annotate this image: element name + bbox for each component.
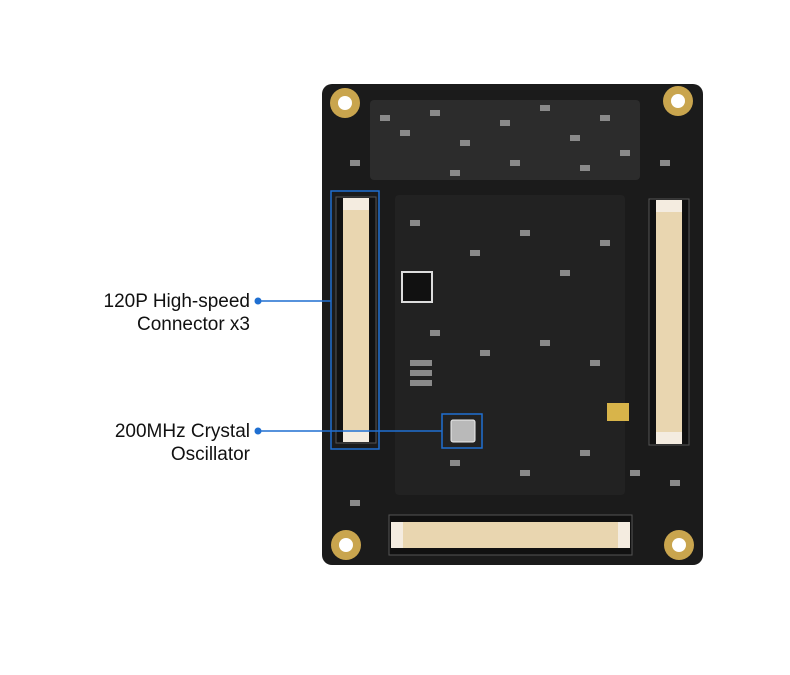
connector-callout-line1: 120P High-speed bbox=[103, 291, 250, 312]
connector-callout-label: 120P High-speed Connector x3 bbox=[104, 290, 250, 336]
connector-right bbox=[648, 198, 690, 446]
connector-highlight-box bbox=[330, 190, 380, 450]
connector-bottom bbox=[388, 514, 633, 556]
crystal-callout-line1: 200MHz Crystal bbox=[114, 421, 250, 442]
crystal-leader-dot bbox=[254, 427, 262, 435]
crystal-callout-label: 200MHz Crystal Oscillator bbox=[115, 420, 250, 466]
connector-callout-line2: Connector x3 bbox=[136, 314, 250, 335]
crystal-callout-line2: Oscillator bbox=[170, 444, 250, 465]
connector-left bbox=[335, 196, 377, 444]
crystal-oscillator bbox=[450, 419, 476, 443]
smd-components bbox=[350, 105, 680, 506]
ic-chip bbox=[401, 271, 433, 303]
mounting-holes bbox=[330, 86, 694, 560]
connector-leader-dot bbox=[254, 297, 262, 305]
tantalum-capacitor bbox=[607, 403, 629, 421]
